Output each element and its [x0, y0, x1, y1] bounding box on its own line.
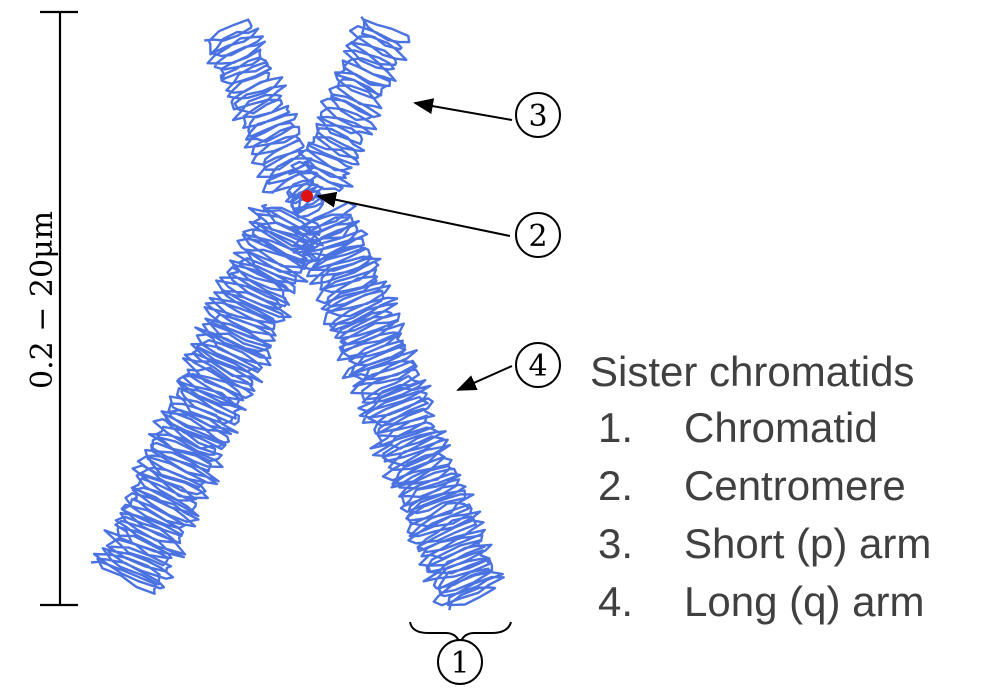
legend-item-label: Short (p) arm: [684, 515, 931, 573]
legend-item-number: 3.: [590, 515, 684, 573]
legend-item-long-arm: 4. Long (q) arm: [590, 573, 931, 631]
legend-item-chromatid: 1. Chromatid: [590, 399, 931, 457]
chromatid-coils: [91, 17, 504, 611]
legend-item-number: 1.: [590, 399, 684, 457]
legend-list: 1. Chromatid 2. Centromere 3. Short (p) …: [590, 399, 931, 631]
legend-title: Sister chromatids: [590, 345, 931, 399]
callout-1: 1: [438, 640, 482, 684]
callout-arrow-4: [458, 366, 512, 390]
legend-item-number: 2.: [590, 457, 684, 515]
callout-number-2: 2: [528, 219, 547, 254]
long-arm-right-coil: [290, 203, 504, 611]
scale-bar-label: 0.2 − 20μm: [25, 211, 60, 389]
legend-item-label: Chromatid: [684, 399, 878, 457]
legend-item-centromere: 2. Centromere: [590, 457, 931, 515]
legend-item-label: Centromere: [684, 457, 906, 515]
callout-2: 2: [516, 213, 560, 257]
callout-3: 3: [516, 93, 560, 137]
callout-number-1: 1: [450, 646, 469, 681]
centromere-dot: [301, 190, 313, 202]
callout-4: 4: [516, 343, 560, 387]
short-arm-left-coil: [204, 20, 317, 194]
legend-item-number: 4.: [590, 573, 684, 631]
legend-item-label: Long (q) arm: [684, 573, 924, 631]
callout-number-3: 3: [528, 99, 547, 134]
legend: Sister chromatids 1. Chromatid 2. Centro…: [590, 345, 931, 631]
callout-number-4: 4: [528, 349, 547, 384]
legend-item-short-arm: 3. Short (p) arm: [590, 515, 931, 573]
long-arm-left-coil: [91, 205, 323, 594]
callout-arrow-3: [415, 103, 512, 120]
short-arm-right-coil: [288, 17, 409, 191]
